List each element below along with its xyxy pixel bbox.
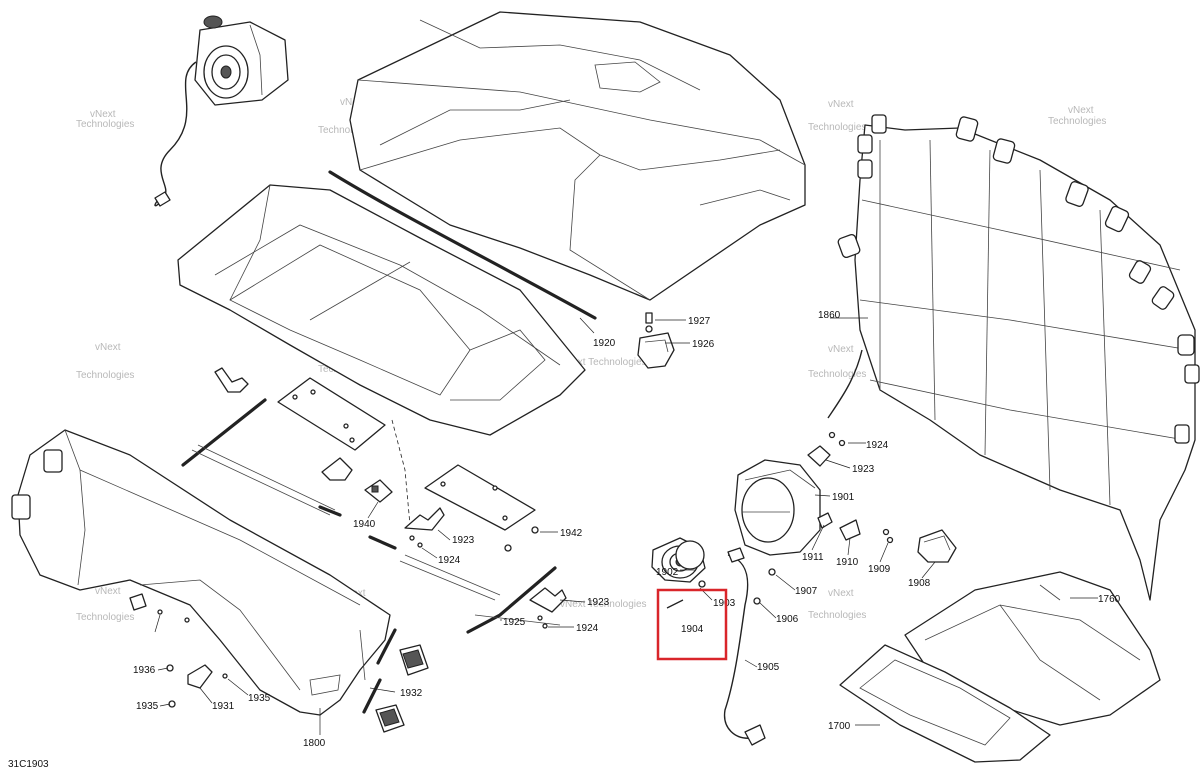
callout-1925: 1925	[503, 617, 526, 628]
callout-1902: 1902	[656, 567, 679, 578]
callout-1908: 1908	[908, 578, 931, 589]
callout-1760: 1760	[1098, 594, 1121, 605]
callout-1924-right: 1924	[866, 440, 889, 451]
strap-upper	[181, 398, 336, 516]
callout-1910: 1910	[836, 557, 859, 568]
watermark-line1: vNext	[95, 586, 121, 597]
clip-1927	[645, 312, 653, 333]
callout-1700: 1700	[828, 721, 851, 732]
watermark-line1: vNext	[828, 99, 854, 110]
watermark-line2: Technologies	[76, 370, 134, 381]
tray-1700	[839, 644, 1051, 763]
leader-lines	[154, 317, 1098, 735]
watermark-line2: Technologies	[1048, 116, 1106, 127]
speaker-top-left	[154, 15, 289, 207]
clip-1904	[666, 599, 684, 609]
screw-1909	[882, 528, 894, 544]
callout-1911: 1911	[802, 552, 824, 563]
callout-1927: 1927	[688, 316, 711, 327]
door-panel-1800	[11, 429, 391, 716]
watermark-line1: vNext	[1068, 105, 1094, 116]
speaker-housing-1901	[734, 459, 821, 556]
handle-1932	[362, 628, 429, 733]
bracket-mid	[321, 457, 353, 481]
screw-1906	[753, 597, 761, 605]
front-tray	[177, 184, 586, 436]
strap-lower-pieces	[318, 505, 501, 601]
callout-1907: 1907	[795, 586, 818, 597]
watermark-single: vNext Technologies	[560, 599, 647, 610]
seal-strip-1920	[328, 170, 597, 320]
callout-1940: 1940	[353, 519, 376, 530]
clip-1911	[817, 512, 833, 529]
callout-1935-right: 1935	[248, 693, 271, 704]
callout-1926: 1926	[692, 339, 715, 350]
roof-cover	[349, 11, 806, 301]
callouts: 1927 1926 1920 1860 1924 1923 1901 1911 …	[133, 310, 1121, 749]
bracket-1910	[839, 519, 861, 541]
callout-1903: 1903	[713, 598, 736, 609]
callout-1923-mid: 1923	[452, 535, 475, 546]
left-bracket-top	[214, 367, 249, 393]
bracket-1923-left	[404, 507, 445, 548]
watermark-line2: Technologies	[808, 369, 866, 380]
callout-1904: 1904	[681, 624, 704, 635]
callout-1901: 1901	[832, 492, 855, 503]
watermark-line1: vNext	[95, 342, 121, 353]
callout-1924-mid: 1924	[438, 555, 461, 566]
watermark-line2: Technologies	[318, 125, 376, 136]
watermark-line1: vNext	[828, 588, 854, 599]
callout-1905: 1905	[757, 662, 780, 673]
callout-1923-bottom: 1923	[587, 597, 610, 608]
speaker-1902	[651, 537, 706, 583]
callout-1931: 1931	[212, 701, 235, 712]
bracket-1923-right-top	[807, 445, 831, 467]
watermark-line2: Technologies	[76, 612, 134, 623]
bracket-1923-right	[529, 587, 567, 629]
callout-1909: 1909	[868, 564, 891, 575]
strap-loops	[837, 114, 1200, 444]
watermark-single: vNext Technologies	[560, 357, 647, 368]
watermark-line1: vNext	[828, 344, 854, 355]
callout-1924-bottom: 1924	[576, 623, 599, 634]
callout-1932: 1932	[400, 688, 423, 699]
callout-1923-right: 1923	[852, 464, 875, 475]
callout-1800: 1800	[303, 738, 326, 749]
callout-1906: 1906	[776, 614, 799, 625]
rear-net-panel	[827, 114, 1200, 601]
mounting-plate-upper	[277, 377, 386, 451]
highlight-box-1904	[656, 588, 728, 661]
callout-1920: 1920	[593, 338, 616, 349]
screw-1907	[768, 568, 776, 576]
callout-1860: 1860	[818, 310, 841, 321]
fasteners-1942	[504, 526, 539, 552]
latch-1940	[364, 479, 393, 503]
diagram-code: 31C1903	[8, 759, 49, 770]
watermark-line2: Technologies	[808, 610, 866, 621]
watermark-line2: Technologies	[76, 119, 134, 130]
dashed-guide	[391, 419, 411, 526]
wire-1905	[723, 547, 766, 746]
mounting-plate-lower	[424, 464, 536, 531]
callout-1936: 1936	[133, 665, 156, 676]
callout-1935-left: 1935	[136, 701, 159, 712]
watermark-line1: vNext	[90, 109, 116, 120]
knob-1926	[637, 332, 675, 369]
strap-1925	[466, 566, 561, 634]
watermark-line2: Technologies	[808, 122, 866, 133]
screw-1903	[698, 580, 706, 588]
knob-1908	[917, 529, 957, 563]
screw-1924-right	[828, 431, 846, 447]
callout-1942: 1942	[560, 528, 583, 539]
